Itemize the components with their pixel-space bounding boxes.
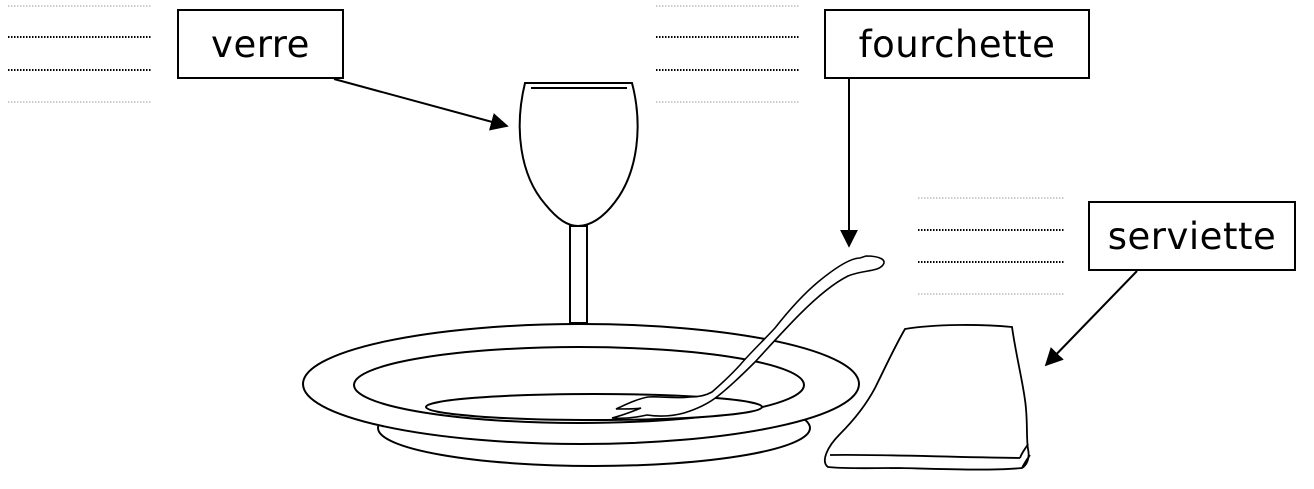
writing-lines-middle — [656, 6, 800, 102]
label-verre: verre — [177, 9, 344, 79]
napkin-drawing — [825, 325, 1030, 470]
pointer-arrows — [334, 79, 1137, 365]
label-serviette: serviette — [1088, 201, 1296, 271]
glass-drawing — [520, 83, 638, 323]
writing-lines-right — [918, 198, 1064, 294]
label-fourchette: fourchette — [824, 9, 1090, 79]
writing-lines-left — [8, 6, 152, 102]
plate-drawing — [303, 324, 859, 466]
